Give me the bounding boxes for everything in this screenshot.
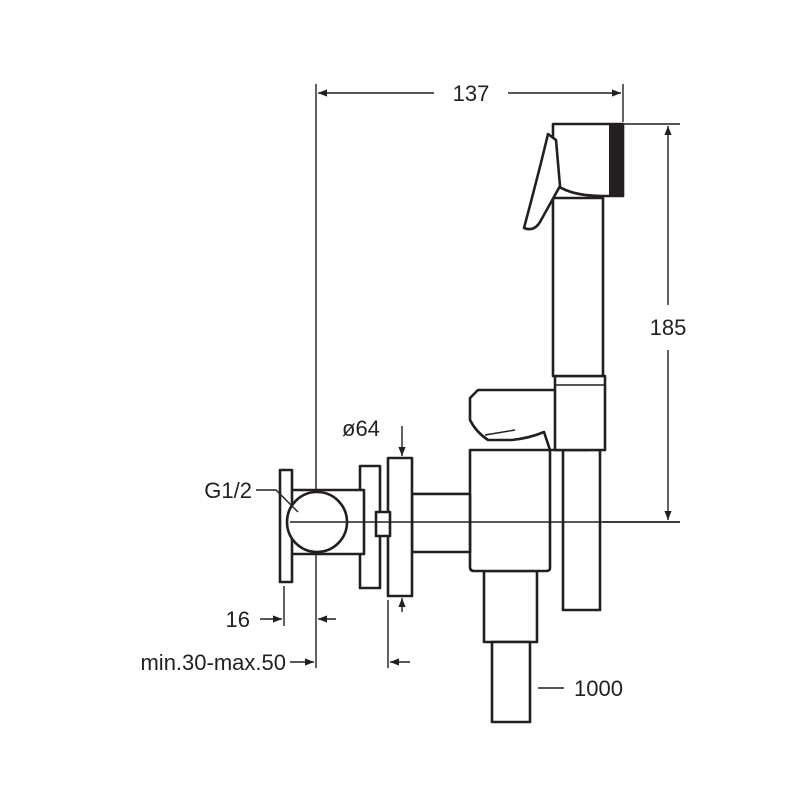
label-overall-height: 185	[650, 315, 687, 340]
handset-grip	[551, 196, 605, 378]
dimension-labels: 137 185 ø64 G1/2 16 min.30-max.50 1000	[140, 81, 686, 701]
flange	[358, 456, 414, 598]
head-rim	[609, 124, 623, 196]
wall-connection	[278, 468, 680, 584]
label-wall-depth: min.30-max.50	[140, 650, 286, 675]
flange-plate	[386, 456, 414, 598]
label-flange-diameter: ø64	[342, 416, 380, 441]
trigger	[522, 132, 562, 231]
outlet-connector	[482, 569, 539, 644]
holder-bar	[561, 448, 602, 612]
label-offset: 16	[226, 607, 250, 632]
label-hose-length: 1000	[574, 676, 623, 701]
mixer-body	[410, 374, 607, 724]
dimension-lines	[256, 89, 672, 689]
label-overall-width: 137	[453, 81, 490, 106]
label-thread: G1/2	[204, 478, 252, 503]
holder-collar	[553, 374, 607, 452]
handset	[522, 122, 625, 378]
hose-connector	[490, 640, 532, 724]
